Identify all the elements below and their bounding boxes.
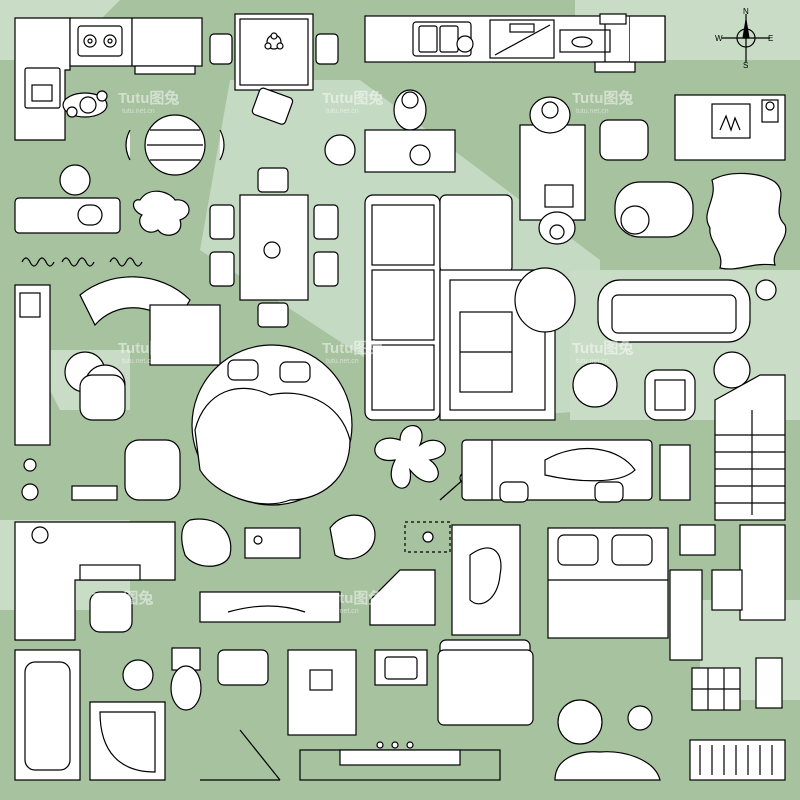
tv-console [199,591,341,623]
compass-north: N [743,7,749,16]
plant-left [132,190,190,236]
vanity-sink [374,649,428,686]
watermark-url-9: tutu.net.cn [576,608,609,615]
bench-left [14,197,121,234]
rocking-horse-toy [627,705,653,731]
shoe-rack [689,739,786,781]
round-chair-left [59,164,91,196]
watermark-url-3: tutu.net.cn [576,108,609,115]
zigzag-rug-fringe [21,257,143,267]
compass-west: W [715,34,723,43]
watermark-url-4: tutu.net.cn [122,358,155,365]
round-stool [324,134,356,166]
daybed-with-blanket [461,439,653,503]
watermark-3: Tutu图兔 [572,89,633,107]
round-side-table-plant [713,351,751,389]
ceiling-light-plan [404,521,451,553]
round-pouf [557,699,603,745]
coffee-table-marble [364,129,456,173]
round-bed [191,344,353,506]
writing-desk-with-person [519,96,586,245]
sectional-sofa [364,194,513,421]
small-plant-right [659,444,691,501]
sliding-door-wall [299,741,501,781]
armchair-lower [329,514,376,560]
compass-east: E [768,34,773,43]
watermark-group: Tutu图兔 tutu.net.cn Tutu图兔 tutu.net.cn Tu… [92,89,633,615]
watermark-6: Tutu图兔 [572,339,633,357]
chair-below-square-table [251,87,294,125]
watermark-url-2: tutu.net.cn [326,108,359,115]
flower-left [21,483,39,501]
toilet [170,647,202,711]
bath-rug [437,649,534,726]
watermark-url-5: tutu.net.cn [326,358,359,365]
watermark-2: Tutu图兔 [322,89,383,107]
chesterfield-sofa [597,279,751,343]
watermark-url-6: tutu.net.cn [576,358,609,365]
wall-shelf-rack [71,485,118,501]
round-washbasin [122,659,154,691]
bathtub [14,649,81,781]
staircase [714,374,786,521]
wicker-chair [124,439,181,501]
round-ottoman-pair [64,351,126,421]
laptop-table [244,527,301,559]
compass-south: S [743,61,748,70]
wardrobe-grid [691,667,741,711]
shower-tile [287,649,357,736]
chef-person-top-left [62,90,108,118]
curved-sofa-bottom [554,751,661,781]
coat-rack-wall [755,657,783,709]
kitchen-counter-left [14,17,203,141]
door-swing [200,729,281,781]
dining-table-six-seat [209,167,339,328]
office-chair [89,591,133,633]
watermark-7: Tutu图兔 [92,589,153,607]
round-sofa-left [79,276,221,366]
watermark-url-1: tutu.net.cn [122,108,155,115]
kitchen-counter-top [364,13,666,73]
corner-cabinet [369,569,436,626]
double-bed [547,527,703,661]
curved-chair [181,518,232,567]
round-chair-right [614,181,694,238]
round-ottoman-cluster [572,362,618,408]
watermark-5: Tutu图兔 [322,339,383,357]
watermark-url-8: tutu.net.cn [326,608,359,615]
watermark-4: Tutu图兔 [118,339,179,357]
compass-rose [722,14,770,62]
watermark-9: Tutu图兔 [572,589,633,607]
square-dining-table [209,13,339,91]
wall-sink [217,649,269,686]
flower-vase-right [755,279,777,301]
armchair-top-right [599,119,649,161]
armchair-curled [514,267,576,333]
side-table-square [644,369,696,421]
round-table [125,114,225,176]
watermark-8: Tutu图兔 [322,589,383,607]
animal-skin-rug [706,172,787,270]
watermark-1: Tutu图兔 [118,89,179,107]
l-desk [14,521,176,641]
vanity-desk [711,524,786,621]
monitor-desk-right [679,524,716,556]
coffee-table-two-shelves [459,311,513,393]
corner-bathtub [89,701,166,781]
fireplace [674,94,786,161]
tv-unit-left [14,284,51,472]
watermark-url-7: tutu.net.cn [96,608,129,615]
person-top-center [393,89,427,131]
large-leaf-plant [374,425,446,489]
